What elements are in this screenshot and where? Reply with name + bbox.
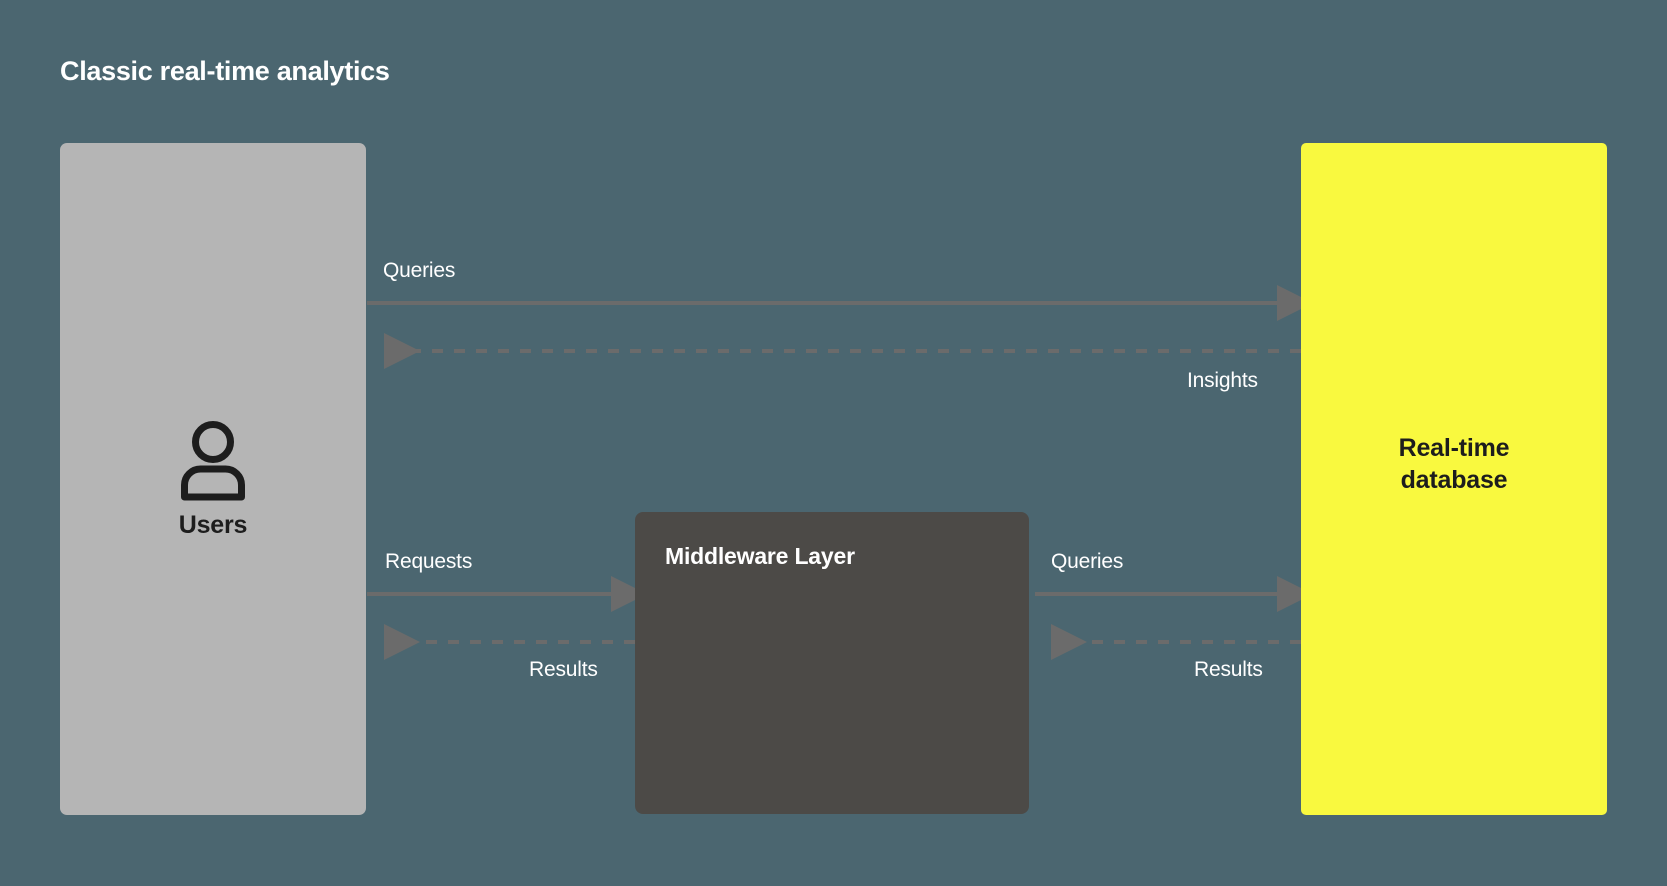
edge-label-queries-middleware-db: Queries [1051, 550, 1124, 573]
edge-label-queries-users-db: Queries [383, 259, 456, 282]
user-icon [181, 421, 245, 501]
page-title: Classic real-time analytics [60, 56, 390, 86]
database-label-line2: database [1400, 465, 1508, 494]
edge-label-results-db-middleware: Results [1194, 658, 1263, 681]
users-label: Users [178, 511, 248, 539]
database-label: Real-time database [1301, 433, 1607, 497]
edge-label-results-middleware-users: Results [529, 658, 598, 681]
edge-label-insights: Insights [1187, 369, 1258, 392]
node-users[interactable]: Users [60, 143, 366, 815]
users-content: Users [60, 419, 366, 540]
database-label-line1: Real-time [1398, 434, 1510, 462]
node-middleware-layer[interactable]: Middleware Layer [635, 512, 1029, 814]
edge-label-requests: Requests [385, 550, 473, 573]
middleware-label: Middleware Layer [665, 543, 855, 569]
node-real-time-database[interactable]: Real-time database [1301, 143, 1607, 815]
